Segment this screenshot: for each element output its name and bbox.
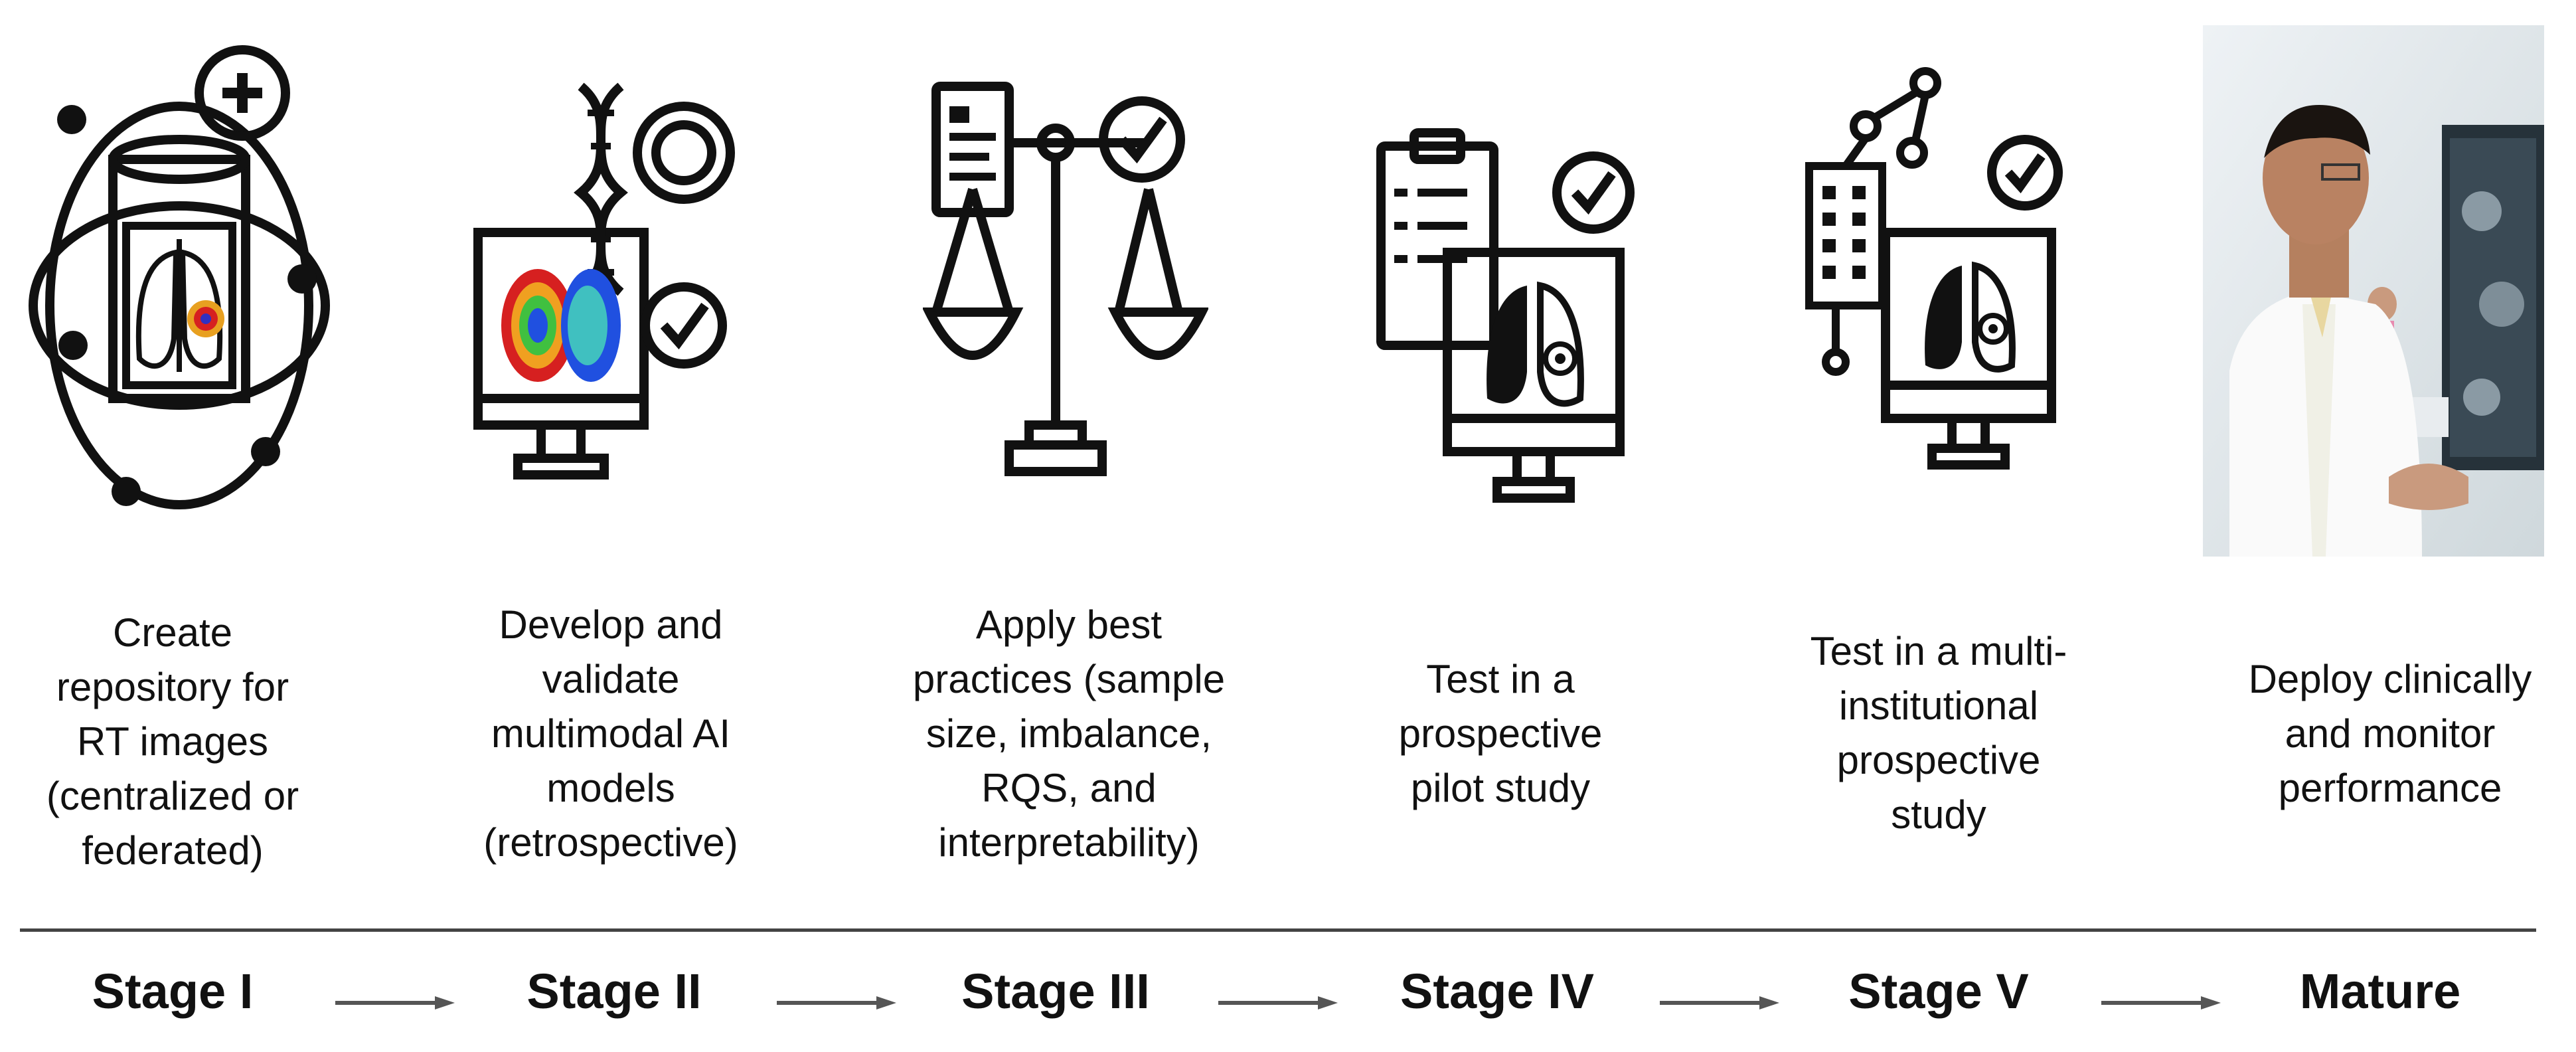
stage-4-description: Test in a prospective pilot study: [1398, 657, 1603, 810]
stage-5-description: Test in a multi- institutional prospecti…: [1810, 629, 2067, 837]
ai-model-monitor-icon: [465, 27, 750, 558]
stage-1-label: Stage I: [92, 964, 254, 1019]
stage-3-label: Stage III: [961, 964, 1150, 1019]
stage-2-label: Stage II: [526, 964, 702, 1019]
arrow-right-icon: [2101, 995, 2221, 1011]
stage-5-label: Stage V: [1848, 964, 2029, 1019]
arrow-right-icon: [1660, 995, 1779, 1011]
timeline-divider: [20, 928, 2536, 932]
stage-1-description: Create repository for RT images (central…: [46, 610, 299, 873]
data-repository-icon: [27, 27, 339, 558]
arrow-right-icon: [1218, 995, 1338, 1011]
arrow-right-icon: [335, 995, 455, 1011]
stage-2-description: Develop and validate multimodal AI model…: [483, 602, 738, 865]
mature-label: Mature: [2299, 964, 2461, 1019]
balance-scale-icon: [923, 27, 1208, 558]
clinical-deployment-photo: [2203, 25, 2544, 557]
clipboard-monitor-icon: [1368, 27, 1653, 558]
stage-3-description: Apply best practices (sample size, imbal…: [912, 602, 1226, 865]
arrow-right-icon: [777, 995, 896, 1011]
institution-network-icon: [1793, 27, 2078, 558]
stage-4-label: Stage IV: [1400, 964, 1594, 1019]
mature-description: Deploy clinically and monitor performanc…: [2248, 657, 2532, 810]
